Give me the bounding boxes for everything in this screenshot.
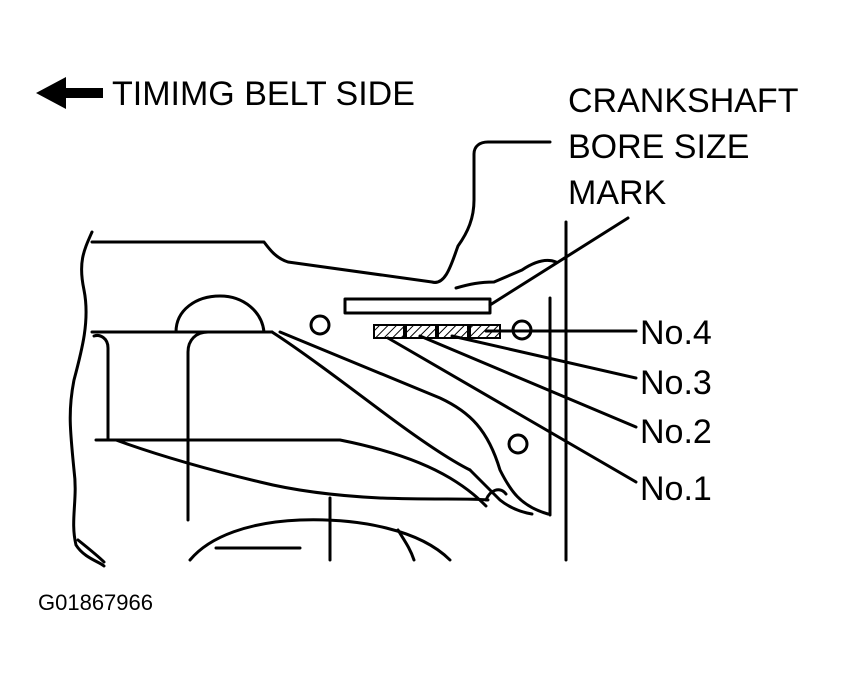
journal-label-no2: No.2 [640, 413, 712, 451]
bolt-hole-left [309, 314, 331, 336]
journal-label-no4: No.4 [640, 314, 712, 352]
figure-code: G01867966 [38, 590, 153, 615]
timing-belt-side-label: TIMIMG BELT SIDE [112, 75, 415, 113]
bore-mark-label-line-2: BORE SIZE [568, 128, 749, 166]
leader-no1 [386, 336, 638, 484]
leader-no3 [450, 334, 638, 380]
journal-mark-no3 [437, 324, 469, 339]
bore-mark-label-line-3: MARK [568, 174, 667, 212]
journal-label-no3: No.3 [640, 364, 712, 402]
leader-lines [386, 216, 638, 484]
bore-size-mark [343, 297, 492, 315]
bore-mark-leader [488, 216, 630, 307]
journal-mark-no1 [373, 324, 405, 339]
leader-no2 [418, 334, 638, 429]
bolt-hole-lower [507, 433, 529, 455]
bore-mark-label-line-1: CRANKSHAFT [568, 82, 798, 120]
journal-marks [373, 324, 501, 339]
left-arrow-icon [36, 77, 103, 109]
journal-label-no1: No.1 [640, 470, 712, 508]
engine-block-outline [68, 140, 568, 568]
